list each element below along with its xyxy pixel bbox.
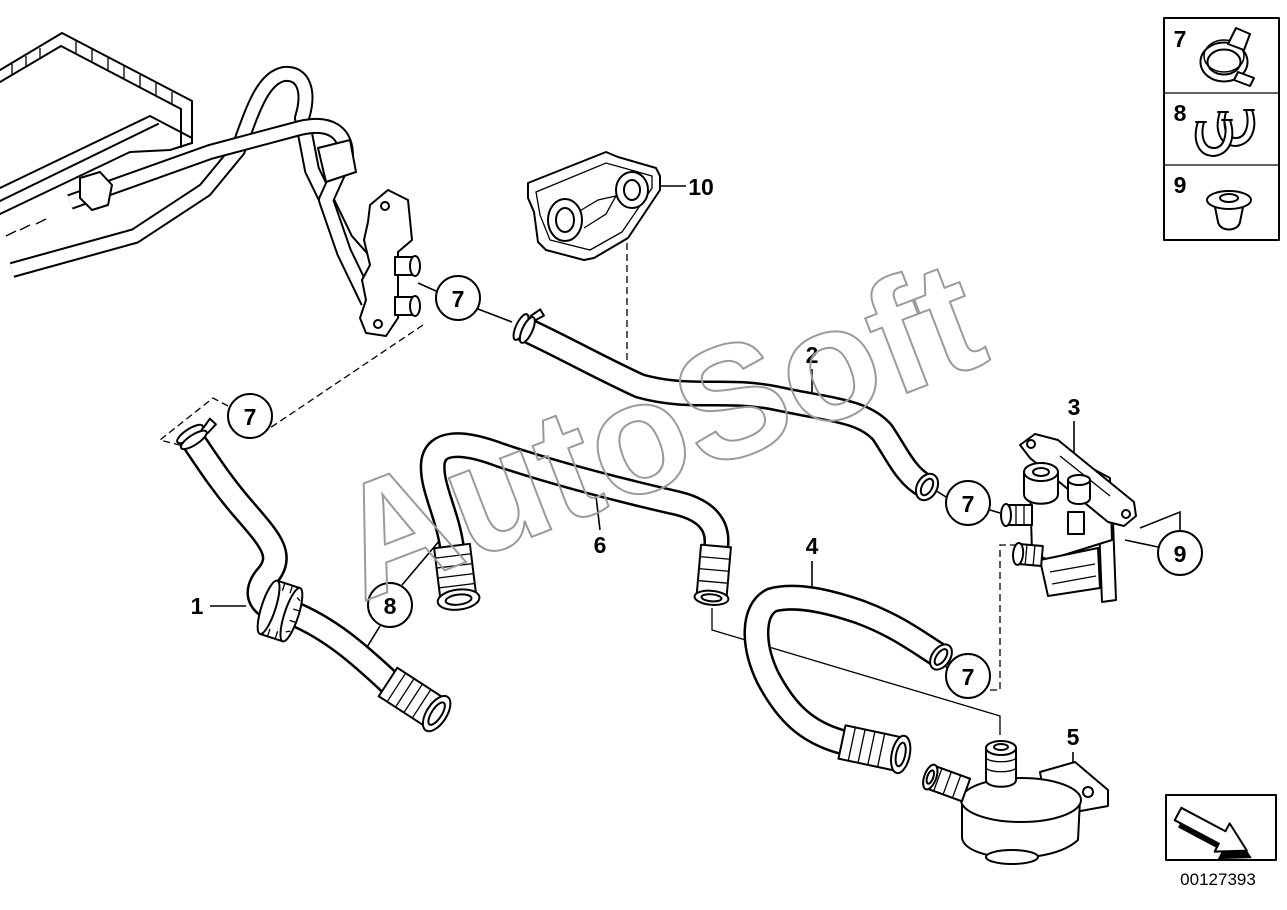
part-label-3: 3 bbox=[1068, 394, 1081, 420]
hose-6-connector-right bbox=[693, 543, 732, 606]
part-number: 00127393 bbox=[1180, 870, 1256, 889]
valve-3-nozzle-upper bbox=[1000, 503, 1033, 527]
legend-row-9: 9 bbox=[1174, 172, 1252, 231]
part-label-10: 10 bbox=[688, 174, 714, 200]
callout-label: 9 bbox=[1174, 541, 1187, 567]
part-label-2: 2 bbox=[806, 342, 819, 368]
legend-label: 7 bbox=[1174, 26, 1187, 52]
hose-4 bbox=[756, 598, 956, 775]
callout-7-hose-2: 7 bbox=[945, 480, 991, 526]
hose-1-clamp bbox=[176, 417, 217, 451]
callout-label: 7 bbox=[962, 491, 975, 517]
hose-6-connector-left bbox=[433, 542, 481, 611]
pump-5-inlet bbox=[922, 763, 972, 803]
callout-7-hose-4: 7 bbox=[945, 653, 991, 699]
pump-5 bbox=[922, 740, 1109, 865]
clip-icon bbox=[1194, 109, 1256, 157]
hose-2 bbox=[511, 308, 940, 502]
callout-7-hose-1: 7 bbox=[227, 393, 273, 439]
legend-label: 8 bbox=[1174, 100, 1187, 126]
part-label-5: 5 bbox=[1067, 724, 1080, 750]
heater-core bbox=[0, 32, 368, 302]
part-label-1: 1 bbox=[191, 593, 204, 619]
hose-1-connector bbox=[377, 666, 452, 733]
legend-box: 7 8 9 bbox=[1163, 17, 1280, 241]
hose-clamp-icon bbox=[1199, 27, 1255, 87]
direction-arrow-icon bbox=[1173, 806, 1252, 860]
view-direction-box bbox=[1165, 794, 1277, 861]
hose-6 bbox=[431, 445, 732, 611]
gasket-10 bbox=[527, 151, 661, 261]
callout-7-flange: 7 bbox=[435, 275, 481, 321]
legend-row-8: 8 bbox=[1174, 100, 1256, 157]
valve-3 bbox=[1000, 433, 1137, 603]
part-label-4: 4 bbox=[806, 533, 819, 559]
callout-label: 7 bbox=[962, 664, 975, 690]
hose-4-connector bbox=[837, 724, 912, 775]
hose-1 bbox=[175, 417, 452, 733]
valve-3-nozzle-lower bbox=[1012, 541, 1044, 567]
legend-row-7: 7 bbox=[1174, 26, 1255, 87]
callout-9: 9 bbox=[1157, 530, 1203, 576]
callout-label: 7 bbox=[452, 286, 465, 312]
hose-1-collar bbox=[256, 579, 304, 643]
callout-label: 7 bbox=[244, 404, 257, 430]
legend-label: 9 bbox=[1174, 172, 1187, 198]
grommet-icon bbox=[1206, 190, 1252, 231]
callout-8: 8 bbox=[367, 582, 413, 628]
part-label-6: 6 bbox=[594, 532, 607, 558]
heater-flange bbox=[359, 189, 421, 337]
callout-label: 8 bbox=[384, 593, 397, 619]
